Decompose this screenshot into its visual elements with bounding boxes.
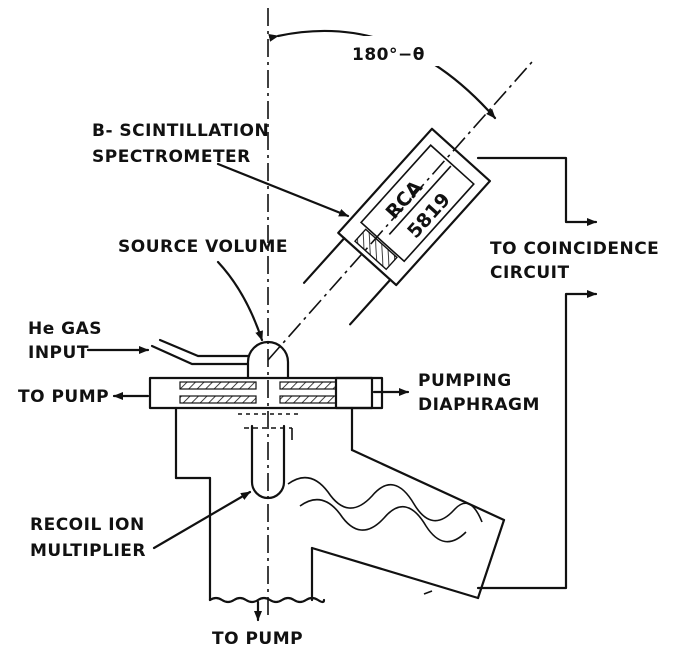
recoil-ion-path bbox=[287, 476, 483, 523]
spectrometer-label-line1: B- SCINTILLATION bbox=[92, 121, 269, 141]
gas-inlet-tube bbox=[150, 338, 250, 366]
source-volume-pointer bbox=[216, 260, 264, 342]
angle-label: 180°−θ bbox=[352, 45, 425, 65]
scintillation-spectrometer: RCA 5819 bbox=[302, 127, 492, 326]
photomultiplier-tube bbox=[359, 144, 475, 263]
recoil-label-line2: MULTIPLIER bbox=[30, 541, 146, 561]
multiplier-signal-line bbox=[476, 290, 598, 590]
he-gas-label-line1: He GAS bbox=[28, 319, 102, 339]
spectrometer-signal-line bbox=[476, 156, 598, 226]
spectrometer-axis bbox=[267, 61, 533, 361]
to-pump-left-label: TO PUMP bbox=[18, 387, 109, 407]
he-gas-label-line2: INPUT bbox=[28, 343, 89, 363]
recoil-pointer bbox=[152, 490, 252, 550]
to-pump-bottom-label: TO PUMP bbox=[212, 629, 303, 649]
collimator-lower-wall bbox=[349, 278, 392, 326]
coincidence-label-line2: CIRCUIT bbox=[490, 263, 570, 283]
spectrometer-pointer bbox=[216, 162, 350, 218]
tube-divider bbox=[388, 165, 452, 235]
coincidence-label-line1: TO COINCIDENCE bbox=[490, 239, 659, 259]
pumping-diaphragm bbox=[148, 376, 384, 415]
collimator-upper-wall bbox=[302, 237, 346, 284]
pumping-label-line1: PUMPING bbox=[418, 371, 512, 391]
vacuum-chamber bbox=[174, 406, 506, 604]
source-volume-label: SOURCE VOLUME bbox=[118, 237, 288, 257]
spectrometer-housing bbox=[337, 127, 492, 287]
pumping-label-line2: DIAPHRAGM bbox=[418, 395, 540, 415]
recoil-ion-multiplier bbox=[244, 424, 293, 500]
recoil-label-line1: RECOIL ION bbox=[30, 515, 145, 535]
scintillator-crystal bbox=[354, 228, 398, 271]
spectrometer-label-line2: SPECTROMETER bbox=[92, 147, 251, 167]
